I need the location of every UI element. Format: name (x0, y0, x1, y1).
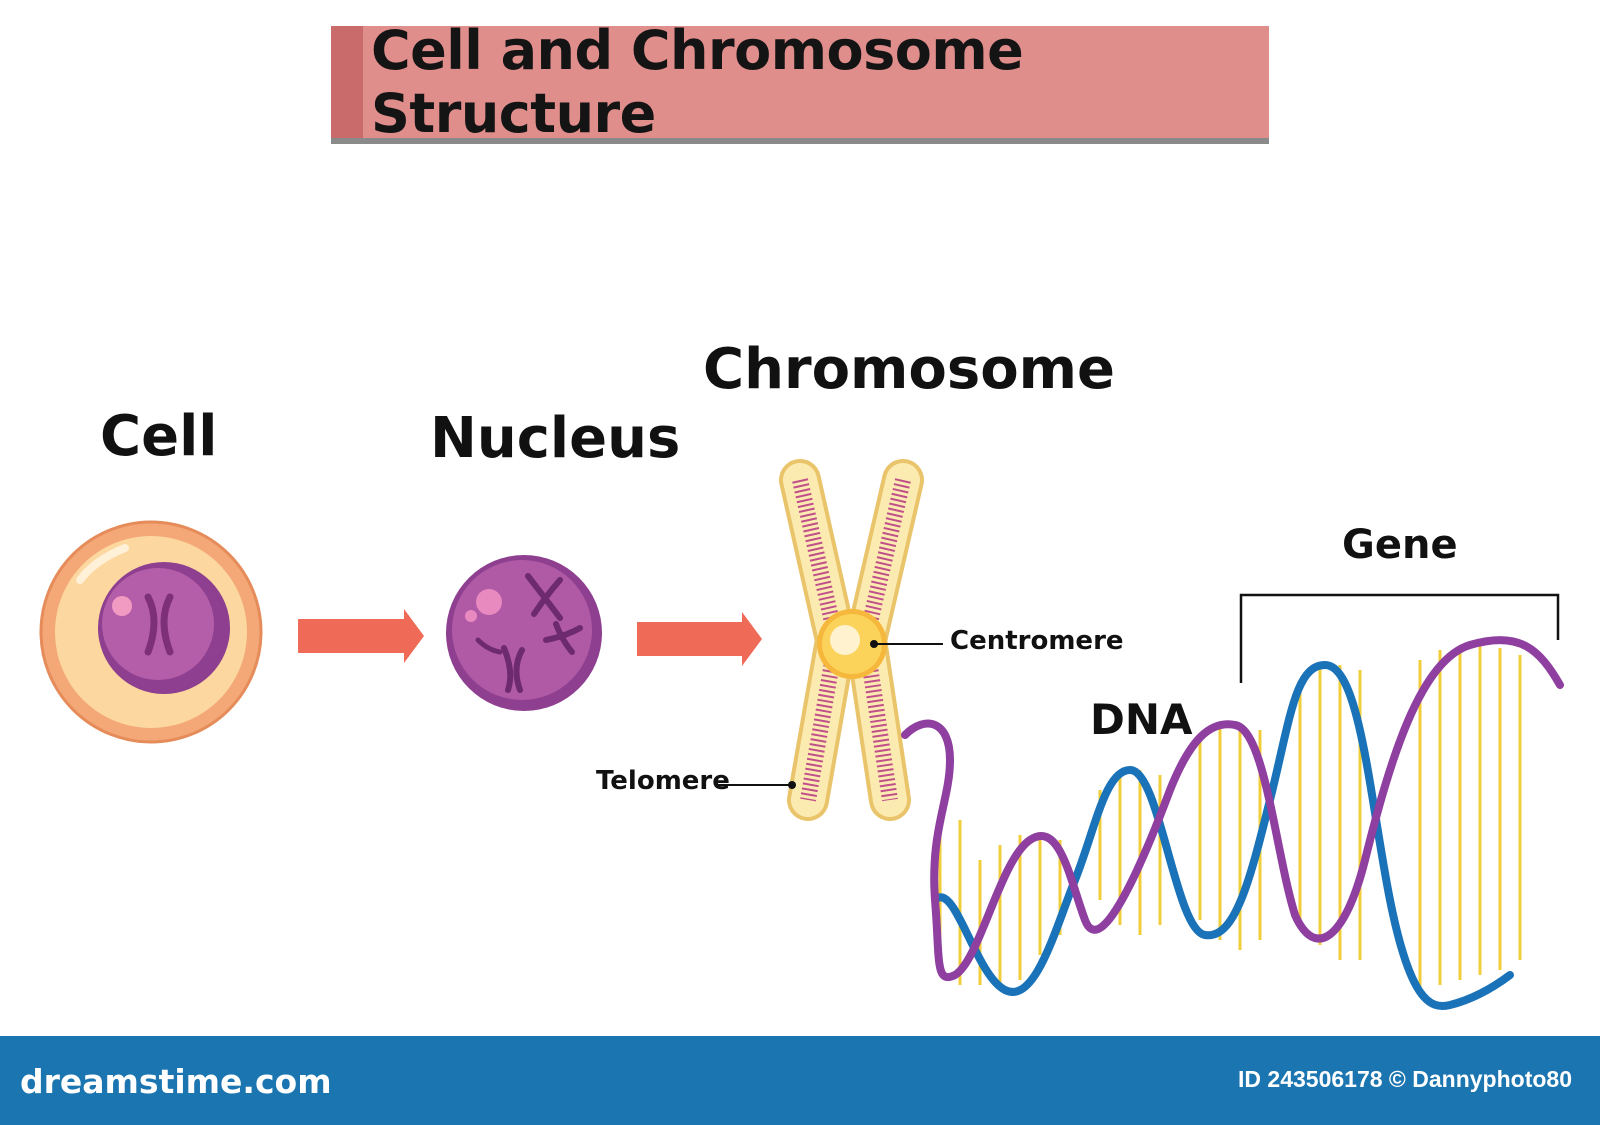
dna-helix-illustration (901, 636, 1564, 1010)
dna-blue-strand (931, 660, 1514, 1010)
telomere-leader-line (716, 781, 796, 789)
label-nucleus: Nucleus (430, 406, 681, 471)
label-cell: Cell (100, 404, 218, 469)
dna-purple-strand (901, 636, 1564, 981)
centromere-leader-line (870, 640, 943, 648)
page-title: Cell and Chromosome Structure (371, 19, 1024, 145)
arrow-cell-to-nucleus (298, 609, 424, 663)
label-centromere: Centromere (950, 626, 1124, 656)
label-telomere: Telomere (596, 766, 730, 796)
cell-illustration (39, 520, 263, 744)
gene-bracket (1239, 593, 1560, 683)
title-banner: Cell and Chromosome Structure (331, 19, 1269, 145)
footer-brand[interactable]: dreamstime.com (20, 1062, 332, 1101)
label-gene: Gene (1342, 522, 1458, 568)
arrow-nucleus-to-chromosome (637, 612, 762, 666)
label-dna: DNA (1090, 695, 1193, 744)
footer-bar: dreamstime.com ID 243506178 © Dannyphoto… (0, 1036, 1600, 1125)
chromosome-illustration (779, 459, 924, 821)
footer-image-id: ID 243506178 © Dannyphoto80 (1238, 1066, 1572, 1092)
nucleus-illustration (446, 555, 602, 711)
label-chromosome: Chromosome (703, 337, 1116, 402)
dna-base-pairs (938, 645, 1522, 990)
